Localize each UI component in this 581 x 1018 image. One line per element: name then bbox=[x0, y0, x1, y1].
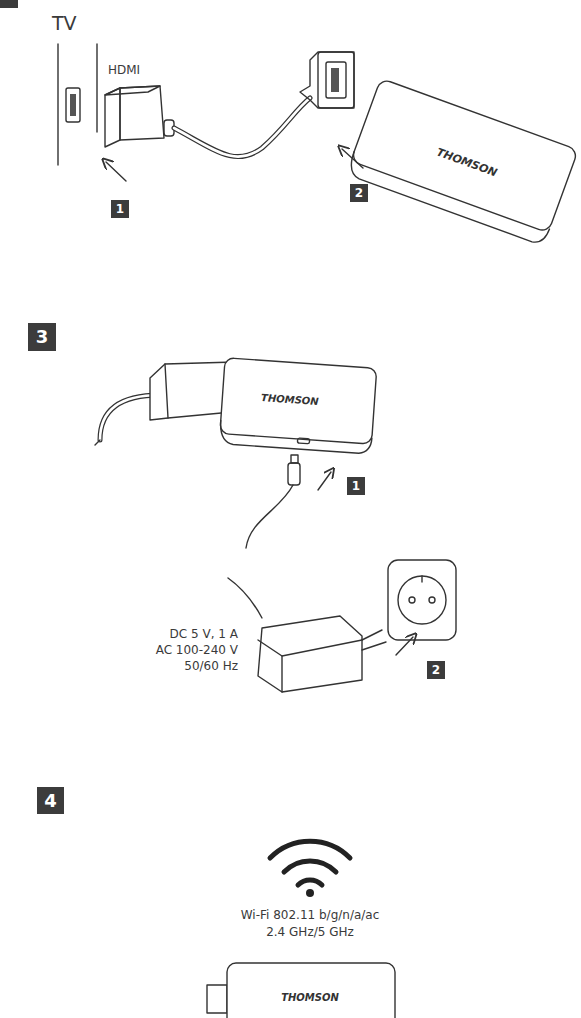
hdmi-cable bbox=[174, 98, 310, 157]
stick-device bbox=[346, 78, 578, 246]
step-number: 4 bbox=[37, 787, 64, 814]
arrow bbox=[106, 162, 126, 181]
hdmi-plug bbox=[105, 86, 174, 147]
hdmi-adapter bbox=[300, 52, 354, 108]
wifi-spec: 2.4 GHz/5 GHz bbox=[266, 926, 354, 938]
stick-device bbox=[219, 358, 377, 454]
step-box bbox=[0, 0, 18, 8]
usb-cable bbox=[228, 455, 300, 618]
port-label: HDMI bbox=[108, 64, 140, 76]
callout-number: 1 bbox=[347, 477, 365, 495]
callout-number: 2 bbox=[427, 661, 445, 679]
power-spec: AC 100-240 V bbox=[156, 644, 238, 656]
device-label: TV bbox=[52, 14, 77, 33]
step-number: 3 bbox=[28, 323, 56, 351]
stick-device bbox=[207, 963, 395, 1018]
callout-number: 2 bbox=[350, 184, 368, 202]
power-spec: 50/60 Hz bbox=[184, 660, 238, 672]
arrow bbox=[318, 472, 331, 490]
tv-panel bbox=[58, 44, 97, 165]
brand-logo: THOMSON bbox=[281, 993, 339, 1003]
wifi-icon bbox=[270, 841, 350, 897]
power-adapter bbox=[258, 616, 386, 692]
callout-number: 1 bbox=[111, 200, 129, 218]
power-spec: DC 5 V, 1 A bbox=[170, 628, 238, 640]
arrow bbox=[342, 149, 363, 168]
arrow bbox=[396, 637, 413, 655]
wall-socket bbox=[388, 560, 456, 640]
wifi-spec: Wi-Fi 802.11 b/g/n/a/ac bbox=[241, 909, 380, 921]
